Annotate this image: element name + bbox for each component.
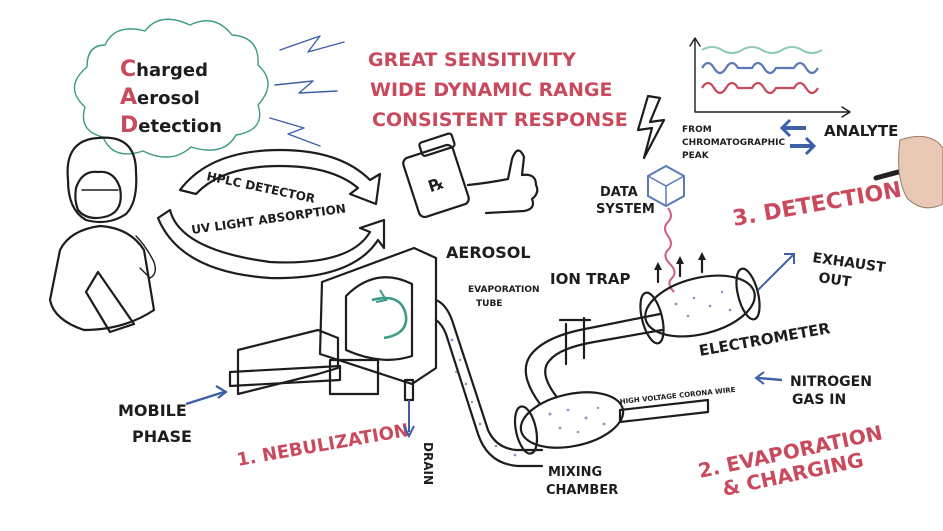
chrom-chromatographic-label: CHROMATOGRAPHIC [682, 138, 785, 148]
benefits-list: GREAT SENSITIVITY WIDE DYNAMIC RANGE CON… [368, 49, 628, 131]
nebulizer-assembly [185, 246, 438, 439]
cad-title-line1: Charged [120, 57, 208, 82]
data-system: DATA SYSTEM [596, 164, 685, 293]
thumbs-up-icon [466, 149, 539, 215]
hplc-circular-arrow: HPLC DETECTOR UV LIGHT ABSORPTION [156, 148, 386, 280]
marker-pen-icon [873, 135, 943, 209]
ion-trap-label: ION TRAP [550, 270, 631, 288]
chrom-from-label: FROM [682, 125, 712, 135]
pill-bottle-icon: ℞ [402, 132, 470, 219]
benefit-consistent-response: CONSISTENT RESPONSE [372, 109, 628, 131]
nitrogen-label-2: GAS IN [792, 392, 846, 408]
data-system-line2: SYSTEM [596, 202, 655, 217]
signal-squiggle [664, 207, 676, 293]
chrom-peak-label: PEAK [682, 151, 710, 161]
step-nebulization-label: 1. NEBULIZATION [235, 420, 410, 471]
benefit-dynamic-range: WIDE DYNAMIC RANGE [370, 79, 613, 101]
step-detection-label: 3. DETECTION [731, 178, 904, 232]
mobile-phase-label-1: MOBILE [118, 401, 187, 420]
trace-blue [701, 61, 819, 75]
evaporation-tube-label-2: TUBE [476, 299, 502, 309]
evaporation-tube [434, 298, 544, 468]
cad-cloud: Charged Aerosol Detection [73, 18, 269, 158]
trace-red [701, 81, 819, 95]
svg-text:℞: ℞ [427, 173, 447, 196]
mixing-chamber-label-2: CHAMBER [546, 483, 618, 498]
cube-icon [647, 164, 685, 208]
evaporation-tube-label-1: EVAPORATION [468, 285, 540, 295]
blue-lightning-icon [269, 35, 345, 147]
electrometer-label: ELECTROMETER [698, 319, 832, 360]
cad-title-line3: Detection [120, 113, 222, 138]
cad-title-line2: Aerosol [120, 85, 200, 110]
uv-absorption-text: UV LIGHT ABSORPTION [190, 201, 346, 237]
mixing-chamber [513, 391, 710, 455]
mobile-phase-label-2: PHASE [132, 427, 192, 446]
chromatogram: FROM CHROMATOGRAPHIC PEAK ANALYTE [682, 37, 898, 161]
data-system-line1: DATA [600, 185, 638, 200]
transfer-tube [524, 312, 664, 406]
benefit-sensitivity: GREAT SENSITIVITY [368, 49, 576, 71]
mixing-chamber-label-1: MIXING [548, 465, 602, 480]
nitrogen-label-1: NITROGEN [790, 374, 872, 390]
trace-green [701, 46, 823, 54]
electrometer [639, 252, 795, 385]
drain-label: DRAIN [421, 442, 435, 485]
hplc-detector-text: HPLC DETECTOR [205, 169, 316, 206]
aerosol-label: AEROSOL [446, 243, 531, 262]
double-arrow-icon [779, 118, 817, 156]
exhaust-label-2: OUT [817, 270, 852, 290]
analyte-label: ANALYTE [824, 122, 898, 140]
lightning-bolt-icon [636, 94, 666, 160]
scientist-figure [48, 136, 157, 334]
